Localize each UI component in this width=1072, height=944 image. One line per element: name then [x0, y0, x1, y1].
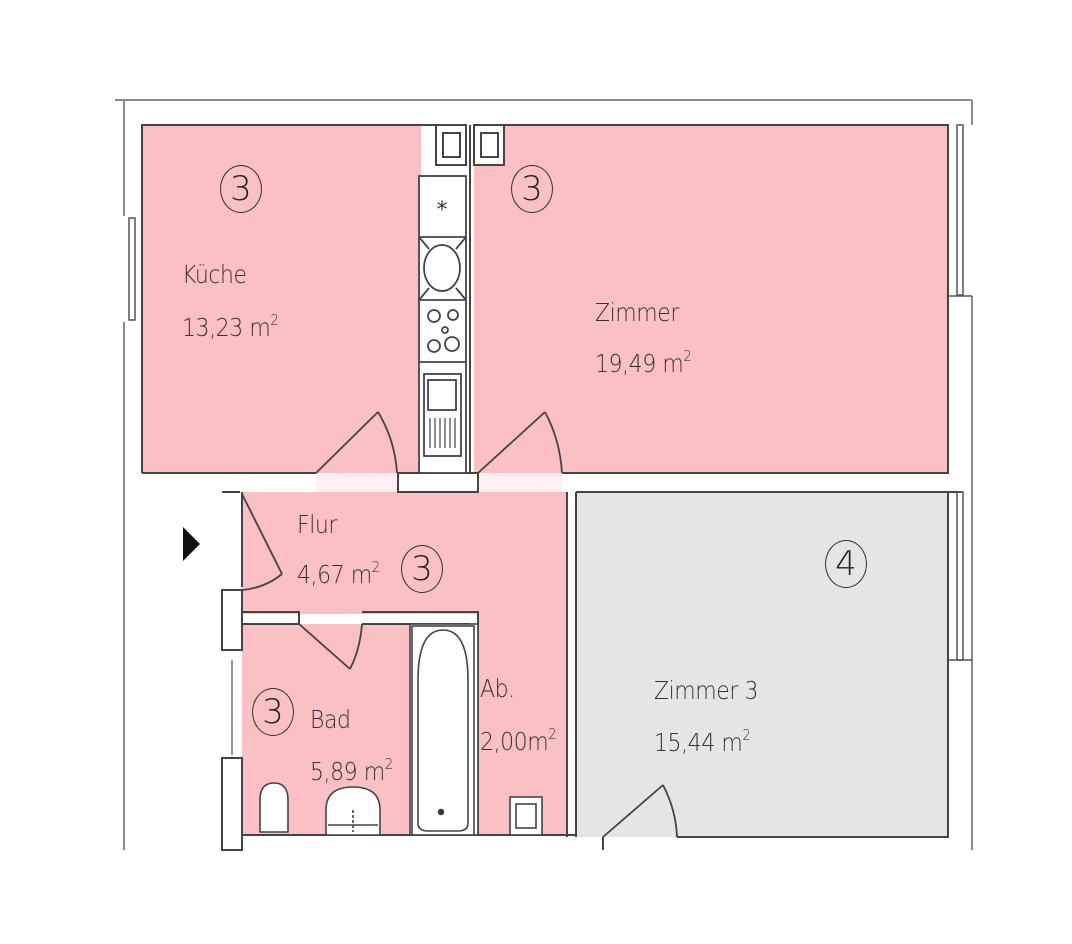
room-flur-fill — [242, 492, 567, 614]
room-kueche-fill — [142, 125, 421, 473]
room-name: Küche — [182, 260, 247, 289]
room-label-bad: Bad — [310, 707, 351, 732]
entry-arrow-icon — [183, 527, 200, 561]
area-unit-sup: 2 — [371, 558, 380, 576]
area-unit-sup: 2 — [683, 347, 692, 365]
room-area-abstellraum: 2,00m2 — [480, 725, 557, 756]
room-label-kueche: Küche — [182, 262, 247, 287]
outer-walls — [115, 99, 973, 850]
area-value: 5,89 m — [310, 757, 385, 786]
room-area-bad: 5,89 m2 — [310, 755, 393, 786]
area-value: 13,23 m — [182, 313, 271, 342]
room-area-kueche: 13,23 m2 — [182, 311, 279, 342]
room-name: Bad — [310, 705, 351, 734]
bath-fixtures — [259, 623, 543, 836]
area-value: 2,00m — [480, 727, 549, 756]
room-zimmer-fill — [474, 125, 948, 473]
area-value: 4,67 m — [297, 560, 372, 589]
area-unit-sup: 2 — [384, 755, 393, 773]
room-area-flur: 4,67 m2 — [297, 558, 380, 589]
shafts — [435, 124, 505, 473]
category-badge-kueche: 3 — [220, 165, 262, 213]
room-label-zimmer: Zimmer — [595, 300, 679, 325]
room-name: Zimmer 3 — [654, 676, 759, 705]
room-zimmer3-fill — [576, 492, 948, 837]
room-name: Flur — [297, 510, 337, 539]
category-badge-flur: 3 — [401, 545, 443, 593]
room-name: Ab. — [480, 674, 515, 703]
room-label-abstellraum: Ab. — [480, 676, 515, 701]
area-unit-sup: 2 — [742, 726, 751, 744]
category-badge-zimmer3: 4 — [825, 540, 867, 588]
room-area-zimmer3: 15,44 m2 — [654, 726, 751, 757]
room-name: Zimmer — [595, 298, 679, 327]
area-value: 19,49 m — [595, 349, 684, 378]
area-unit-sup: 2 — [270, 311, 279, 329]
doors — [241, 411, 678, 838]
fridge-icon: * — [437, 198, 448, 223]
room-area-zimmer: 19,49 m2 — [595, 347, 692, 378]
room-label-flur: Flur — [297, 512, 337, 537]
windows — [128, 124, 972, 661]
category-badge-zimmer: 3 — [511, 165, 553, 213]
room-label-zimmer3: Zimmer 3 — [654, 676, 759, 705]
room-walls — [141, 124, 962, 851]
area-value: 15,44 m — [654, 728, 743, 757]
kitchen-counter: * — [418, 175, 467, 474]
category-badge-bad: 3 — [252, 688, 294, 736]
area-unit-sup: 2 — [548, 725, 557, 743]
